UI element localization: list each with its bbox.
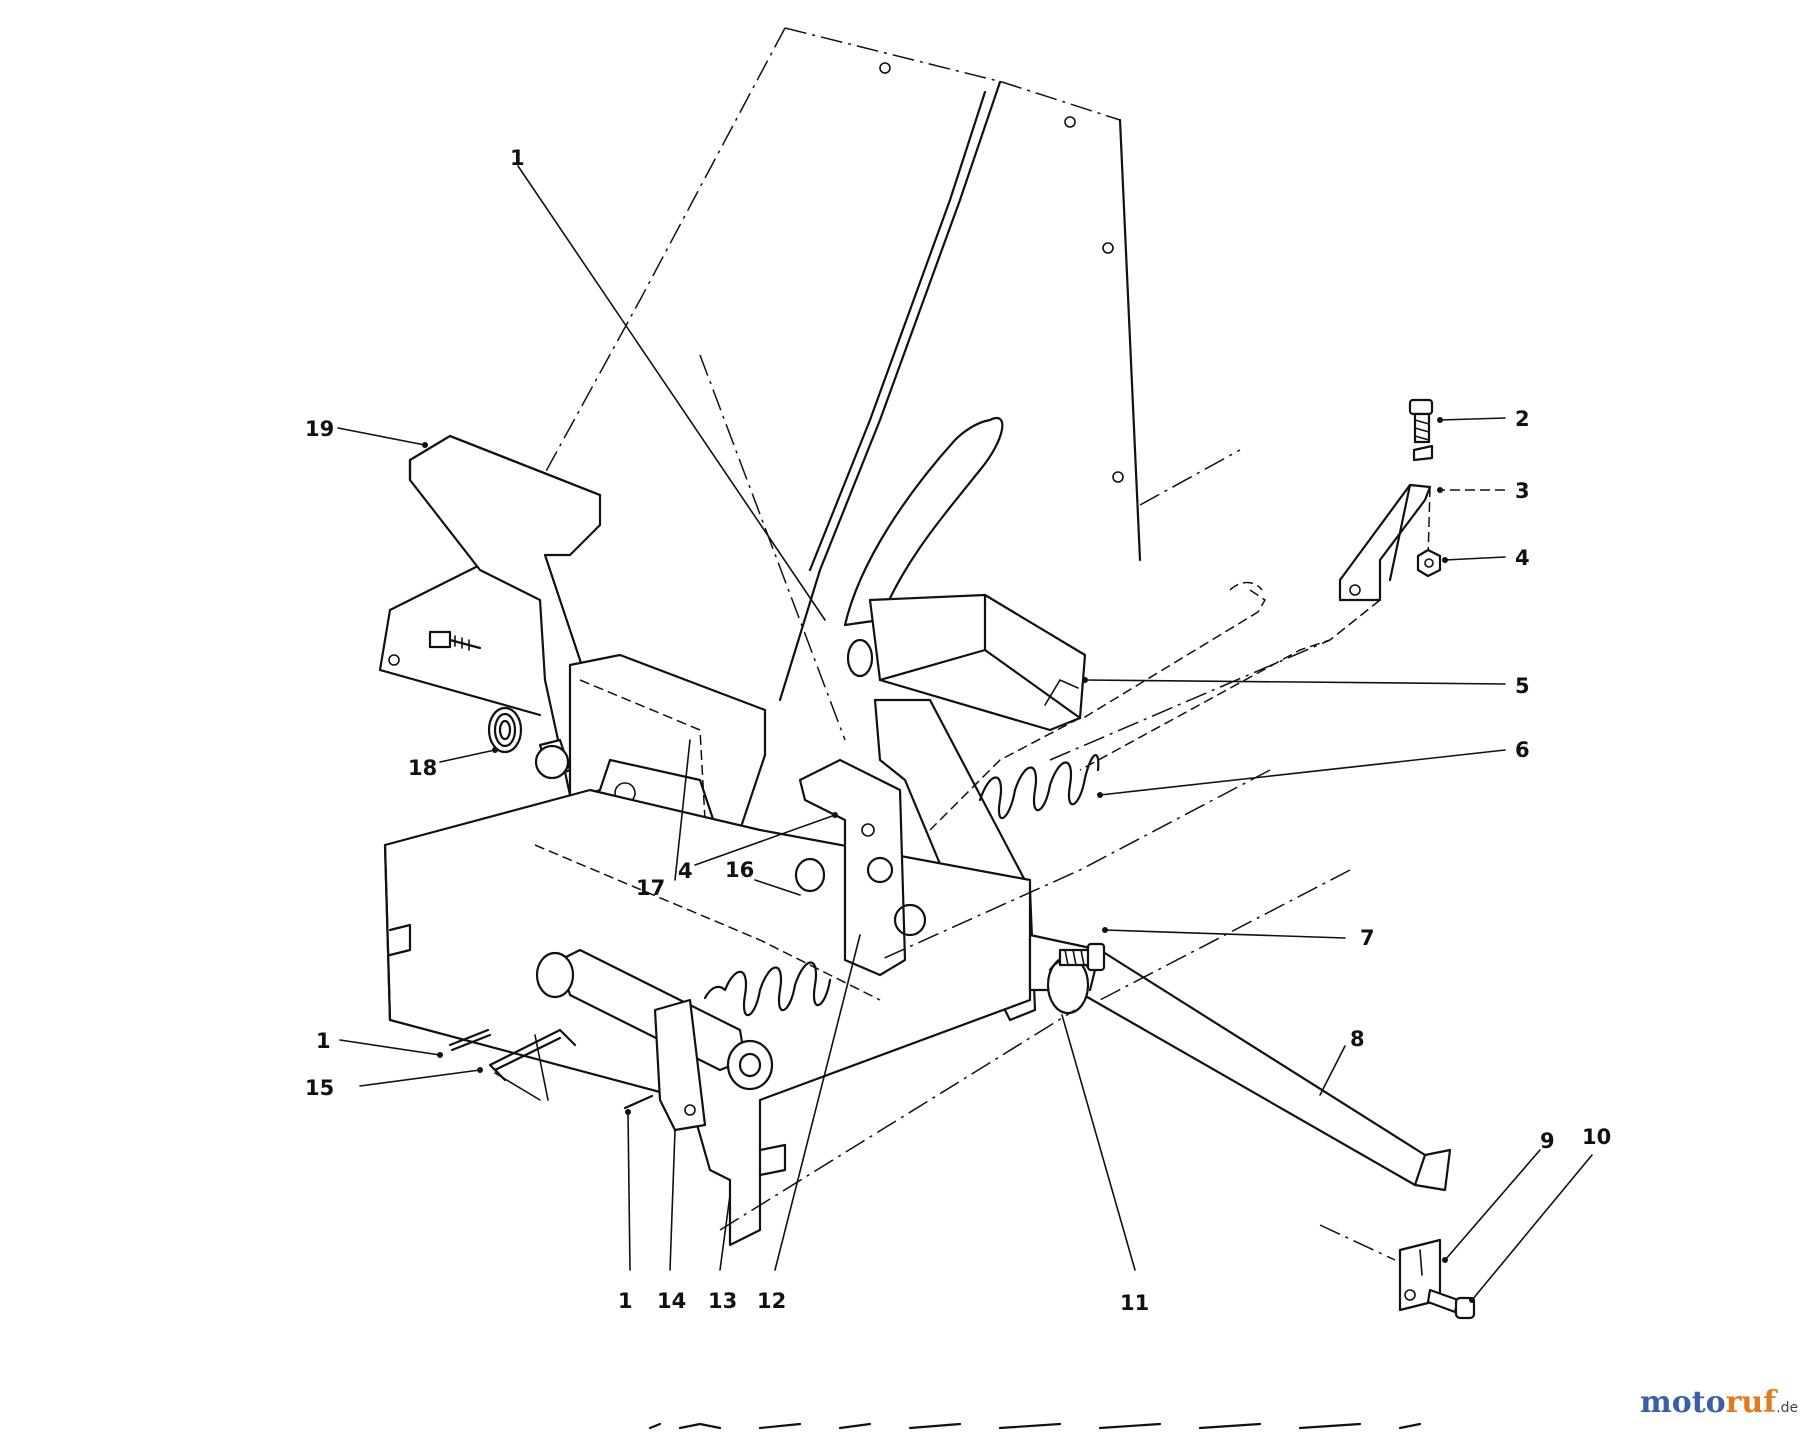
rivet-icons <box>388 62 1124 666</box>
bolt-7 <box>1058 942 1106 972</box>
callout-19: 19 <box>305 417 334 441</box>
spring-upper <box>929 581 1267 831</box>
control-lever <box>843 417 1087 732</box>
pivot-shaft-14 <box>535 948 774 1132</box>
callout-1-bottom: 1 <box>618 1289 633 1313</box>
callout-10: 10 <box>1582 1125 1611 1149</box>
callout-8: 8 <box>1350 1027 1365 1051</box>
cropped-title-fragments <box>648 1422 1422 1430</box>
callout-15: 15 <box>305 1076 334 1100</box>
callout-labels: 1 19 18 17 4 16 1 15 1 14 13 12 11 2 3 4… <box>305 146 1611 1315</box>
callout-6: 6 <box>1515 738 1530 762</box>
callout-17: 17 <box>636 876 665 900</box>
callout-5: 5 <box>1515 674 1530 698</box>
leader-lines <box>337 165 1593 1303</box>
chute-shield <box>378 27 1241 717</box>
mount-bracket-12 <box>798 758 927 977</box>
bolt-small-left <box>428 630 482 651</box>
callout-7: 7 <box>1360 926 1375 950</box>
svg-text:motoruf.de: motoruf.de <box>1640 1385 1798 1420</box>
callout-4-left: 4 <box>678 859 693 883</box>
callout-1-top: 1 <box>510 146 525 170</box>
callout-2: 2 <box>1515 407 1530 431</box>
bolt-2 <box>1408 398 1434 462</box>
callout-14: 14 <box>657 1289 686 1313</box>
callout-12: 12 <box>757 1289 786 1313</box>
spring-18 <box>487 706 572 780</box>
spring-16 <box>703 857 832 1017</box>
callout-13: 13 <box>708 1289 737 1313</box>
bracket-3 <box>1079 483 1432 771</box>
callout-1-mid: 1 <box>316 1029 331 1053</box>
callout-3: 3 <box>1515 479 1530 503</box>
actuator-rod-8 <box>1028 933 1452 1192</box>
pin-1-bottom <box>623 1094 654 1110</box>
callout-11: 11 <box>1120 1291 1149 1315</box>
callout-18: 18 <box>408 756 437 780</box>
pin-1-left <box>448 1028 492 1052</box>
bolt-10 <box>1426 1288 1476 1320</box>
watermark-logo: motoruf.de <box>1640 1385 1798 1420</box>
callout-9: 9 <box>1540 1129 1555 1153</box>
callout-4-right: 4 <box>1515 546 1530 570</box>
rod-15 <box>488 1028 577 1101</box>
construction-lines <box>719 639 1396 1261</box>
nut-4-right <box>1416 548 1442 578</box>
callout-16: 16 <box>725 858 754 882</box>
